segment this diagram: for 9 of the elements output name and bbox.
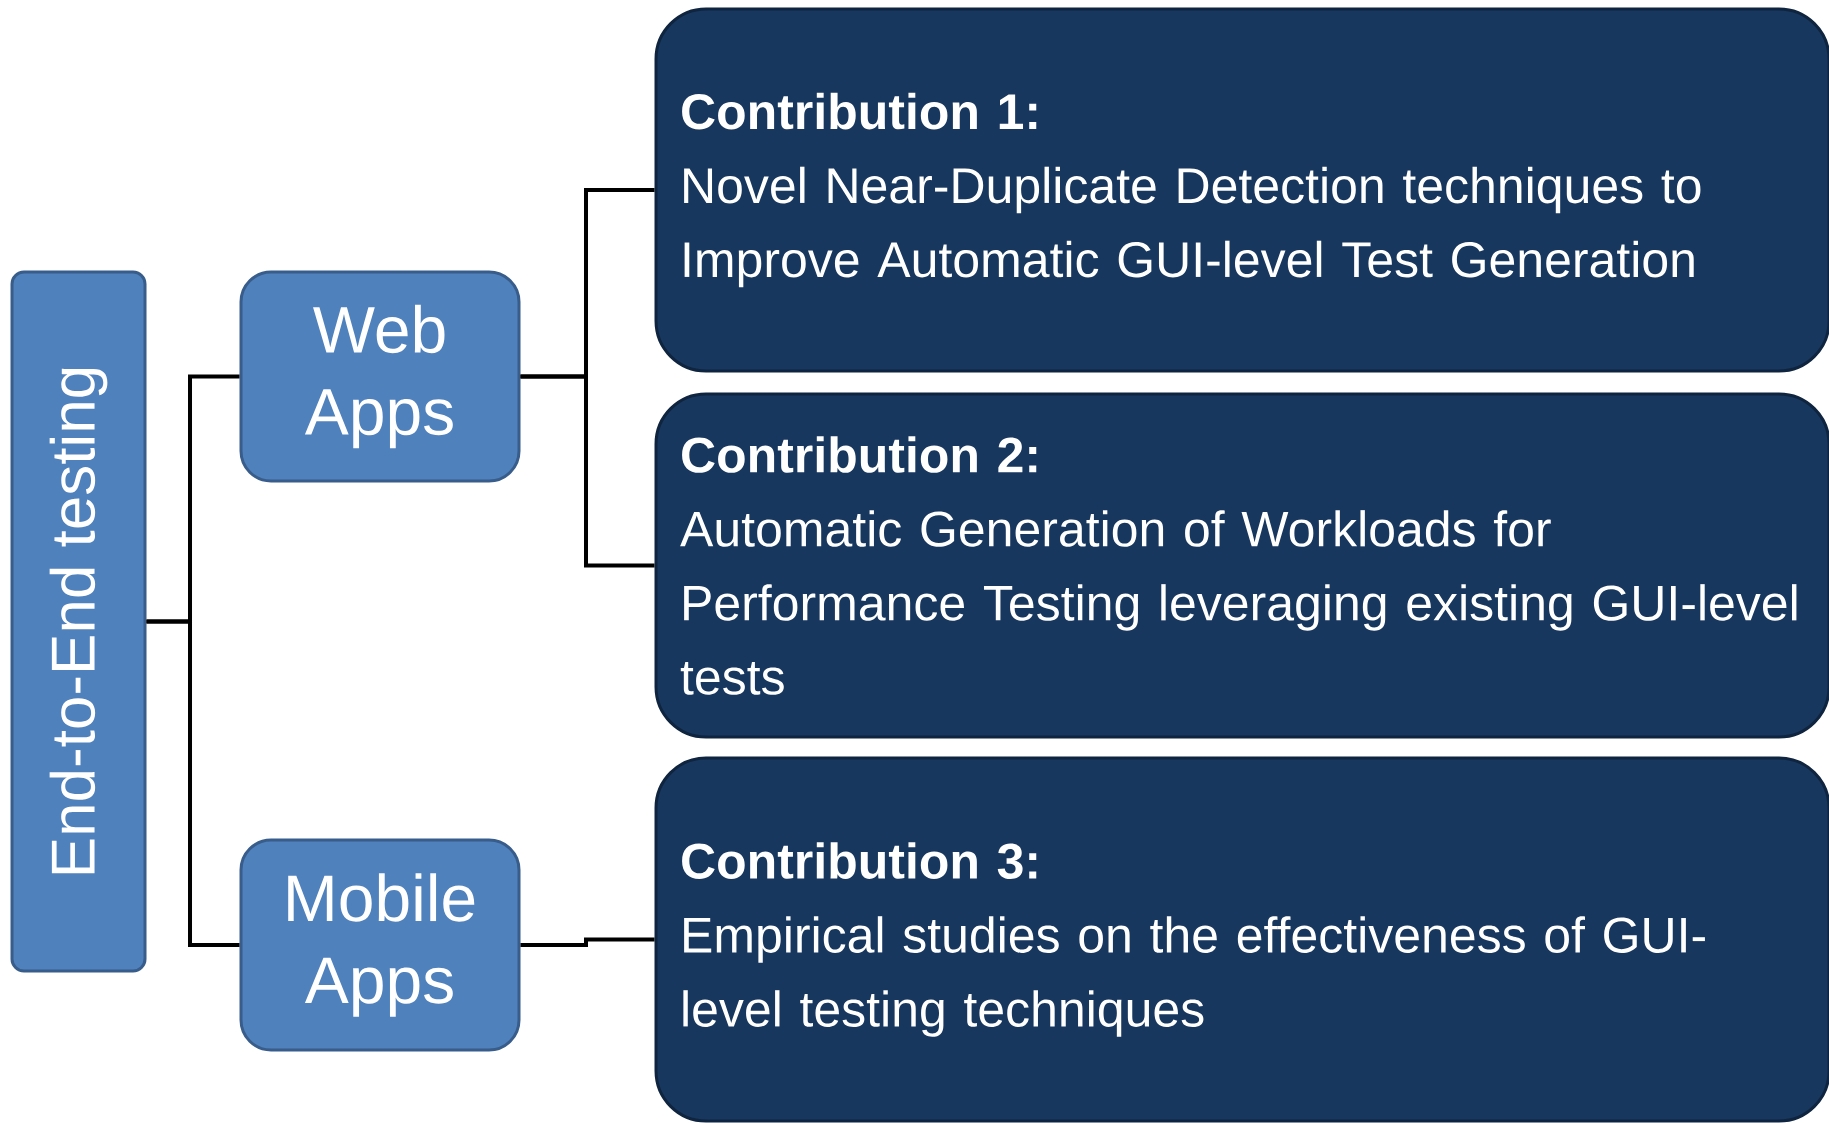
contribution-box: Contribution 3: Empirical studies on the effectiveness of GUI-level testing techniques [654,756,1829,1123]
connector-line [520,374,655,568]
contribution-box: Contribution 1: Novel Near-Duplicate Detection techniques to Improve Automatic GUI-level Test Generation [654,7,1829,373]
connector-line [146,619,240,947]
contribution-box: Contribution 2: Automatic Generation of Workloads for Performance Testing leveraging existing GUI-level tests [654,392,1829,739]
connector-line [520,937,655,947]
category-box: Web Apps [239,270,521,483]
category-box: Mobile Apps [239,838,521,1052]
category-box: End-to-End testing [10,270,147,973]
